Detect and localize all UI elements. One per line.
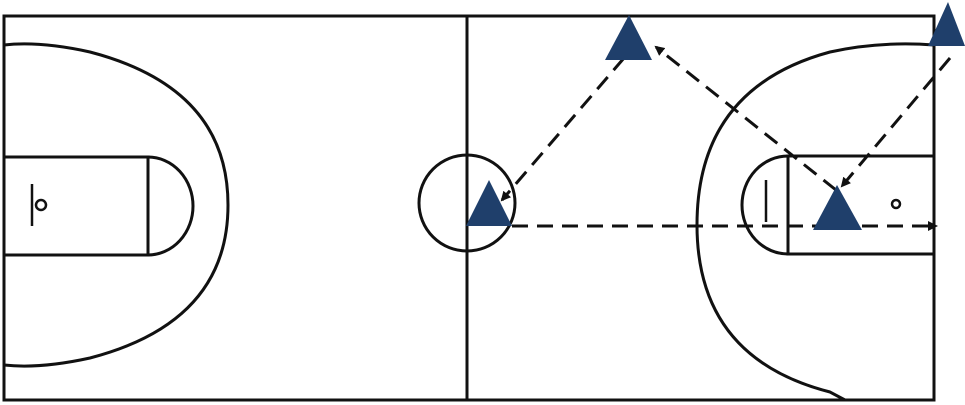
left-free-throw-arc <box>147 155 195 257</box>
player-triangle-paint <box>813 185 862 230</box>
pass-arrow-paint-to-wing <box>654 45 837 192</box>
player-triangle-top-wing <box>605 15 652 60</box>
left-three-point-arc <box>3 42 230 368</box>
right-rim <box>890 198 902 210</box>
right-key <box>786 154 936 256</box>
right-three-point-arc <box>695 42 935 402</box>
left-key <box>2 155 150 257</box>
pass-arrow-corner-to-paint <box>840 57 952 188</box>
right-free-throw-arc <box>740 154 789 256</box>
left-rim <box>34 198 48 212</box>
center-circle <box>417 153 517 253</box>
player-triangle-top-right-corner <box>928 2 965 46</box>
player-triangle-center-circle <box>466 180 512 226</box>
court-boundary <box>2 14 936 402</box>
pass-arrow-wing-to-center <box>500 57 626 202</box>
